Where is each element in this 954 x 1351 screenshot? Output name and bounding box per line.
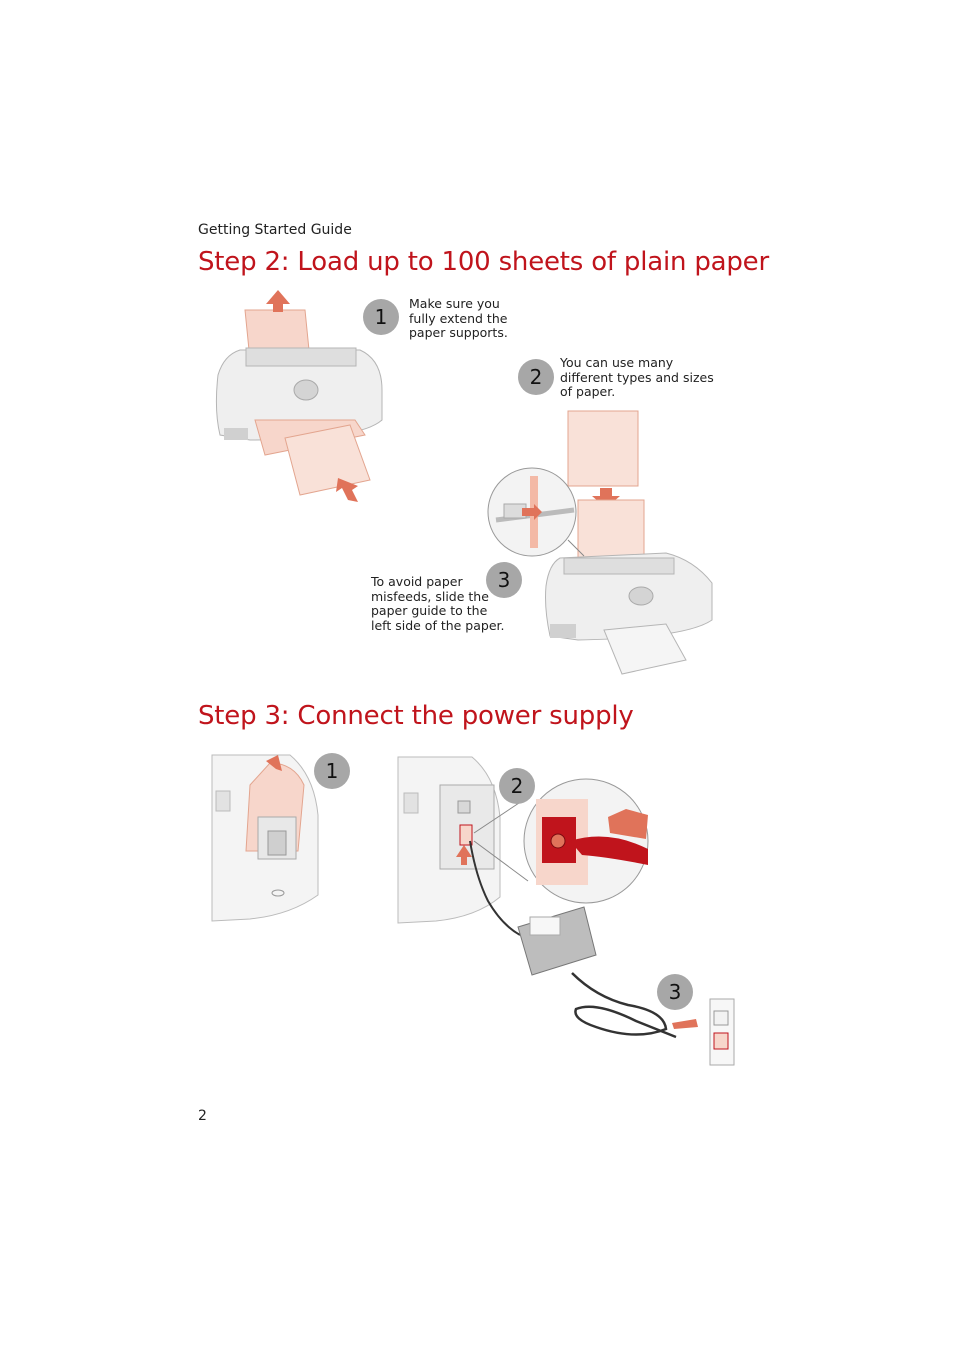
step3-callout-2-badge: 2 bbox=[499, 768, 535, 804]
step2-heading: Step 2: Load up to 100 sheets of plain p… bbox=[198, 247, 769, 277]
step2-callout-2-text: You can use many different types and siz… bbox=[560, 355, 714, 400]
page-number: 2 bbox=[198, 1108, 207, 1124]
power-supply-connection-illustration bbox=[397, 756, 735, 1066]
callout-line: paper guide to the bbox=[371, 603, 488, 618]
callout-line: fully extend the bbox=[409, 310, 508, 326]
step3-callout-3-badge: 3 bbox=[657, 974, 693, 1010]
step2-callout-2-badge: 2 bbox=[518, 359, 554, 395]
guide-title: Getting Started Guide bbox=[198, 222, 352, 238]
step2-callout-1-badge: 1 bbox=[363, 299, 399, 335]
callout-line: You can use many bbox=[560, 355, 674, 370]
printer-paper-supports-illustration bbox=[215, 290, 383, 502]
printer-back-cover-illustration bbox=[211, 754, 319, 922]
step3-callout-1-badge: 1 bbox=[314, 753, 350, 789]
step3-heading: Step 3: Connect the power supply bbox=[198, 701, 634, 731]
callout-line: of paper. bbox=[560, 384, 616, 399]
step2-callout-3-text: To avoid paper misfeeds, slide the paper… bbox=[371, 574, 505, 633]
callout-line: different types and sizes bbox=[560, 369, 714, 385]
callout-line: left side of the paper. bbox=[371, 617, 505, 633]
step2-callout-1-text: Make sure you fully extend the paper sup… bbox=[409, 296, 508, 341]
callout-line: misfeeds, slide the bbox=[371, 588, 489, 604]
callout-line: Make sure you bbox=[409, 296, 500, 311]
callout-line: paper supports. bbox=[409, 325, 508, 340]
paper-loading-illustration bbox=[487, 410, 713, 675]
step2-callout-3-badge: 3 bbox=[486, 562, 522, 598]
callout-line: To avoid paper bbox=[371, 574, 463, 589]
